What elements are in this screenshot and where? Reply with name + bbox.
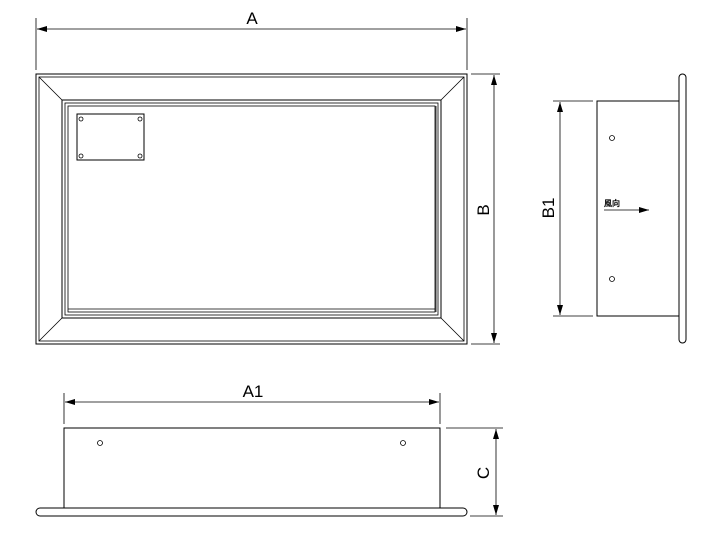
side-flange: [678, 73, 687, 344]
dimension-c: C: [446, 427, 503, 517]
bevel-top-left: [38, 76, 63, 101]
inner-opening-edge: [64, 102, 439, 316]
bevel-bottom-left: [38, 317, 63, 342]
bevel-bottom-right: [440, 317, 465, 342]
dimension-a: A: [35, 9, 468, 70]
side-screw-top: [609, 135, 615, 141]
side-body: [596, 100, 680, 317]
dimension-a-label: A: [246, 9, 258, 28]
bottom-body: [63, 427, 441, 509]
bottom-screw-right: [400, 440, 406, 446]
bottom-screw-left: [97, 440, 103, 446]
bottom-view: [35, 427, 468, 517]
dimension-b1: B1: [539, 100, 593, 317]
nameplate-screw-tr: [137, 116, 143, 122]
bevel-top-right: [440, 76, 465, 101]
front-view: [35, 73, 468, 345]
front-outer-frame-inner-line: [38, 76, 465, 342]
nameplate-screw-bl: [78, 153, 84, 159]
side-view: 風向: [596, 73, 687, 344]
nameplate-screw-br: [137, 153, 143, 159]
wind-direction-label: 風向: [604, 198, 620, 208]
inner-panel: [67, 105, 436, 313]
dimension-b: B: [471, 73, 500, 345]
dimension-a1-label: A1: [243, 382, 264, 401]
nameplate-screw-tl: [78, 116, 84, 122]
dimension-c-label: C: [474, 467, 493, 479]
dimension-b-label: B: [474, 204, 493, 215]
nameplate: [76, 113, 145, 161]
side-screw-bottom: [609, 276, 615, 282]
front-outer-frame: [35, 73, 468, 345]
dimension-b1-label: B1: [539, 198, 558, 219]
inner-opening: [61, 99, 442, 319]
dimension-a1: A1: [63, 382, 441, 424]
bottom-flange: [35, 507, 468, 517]
